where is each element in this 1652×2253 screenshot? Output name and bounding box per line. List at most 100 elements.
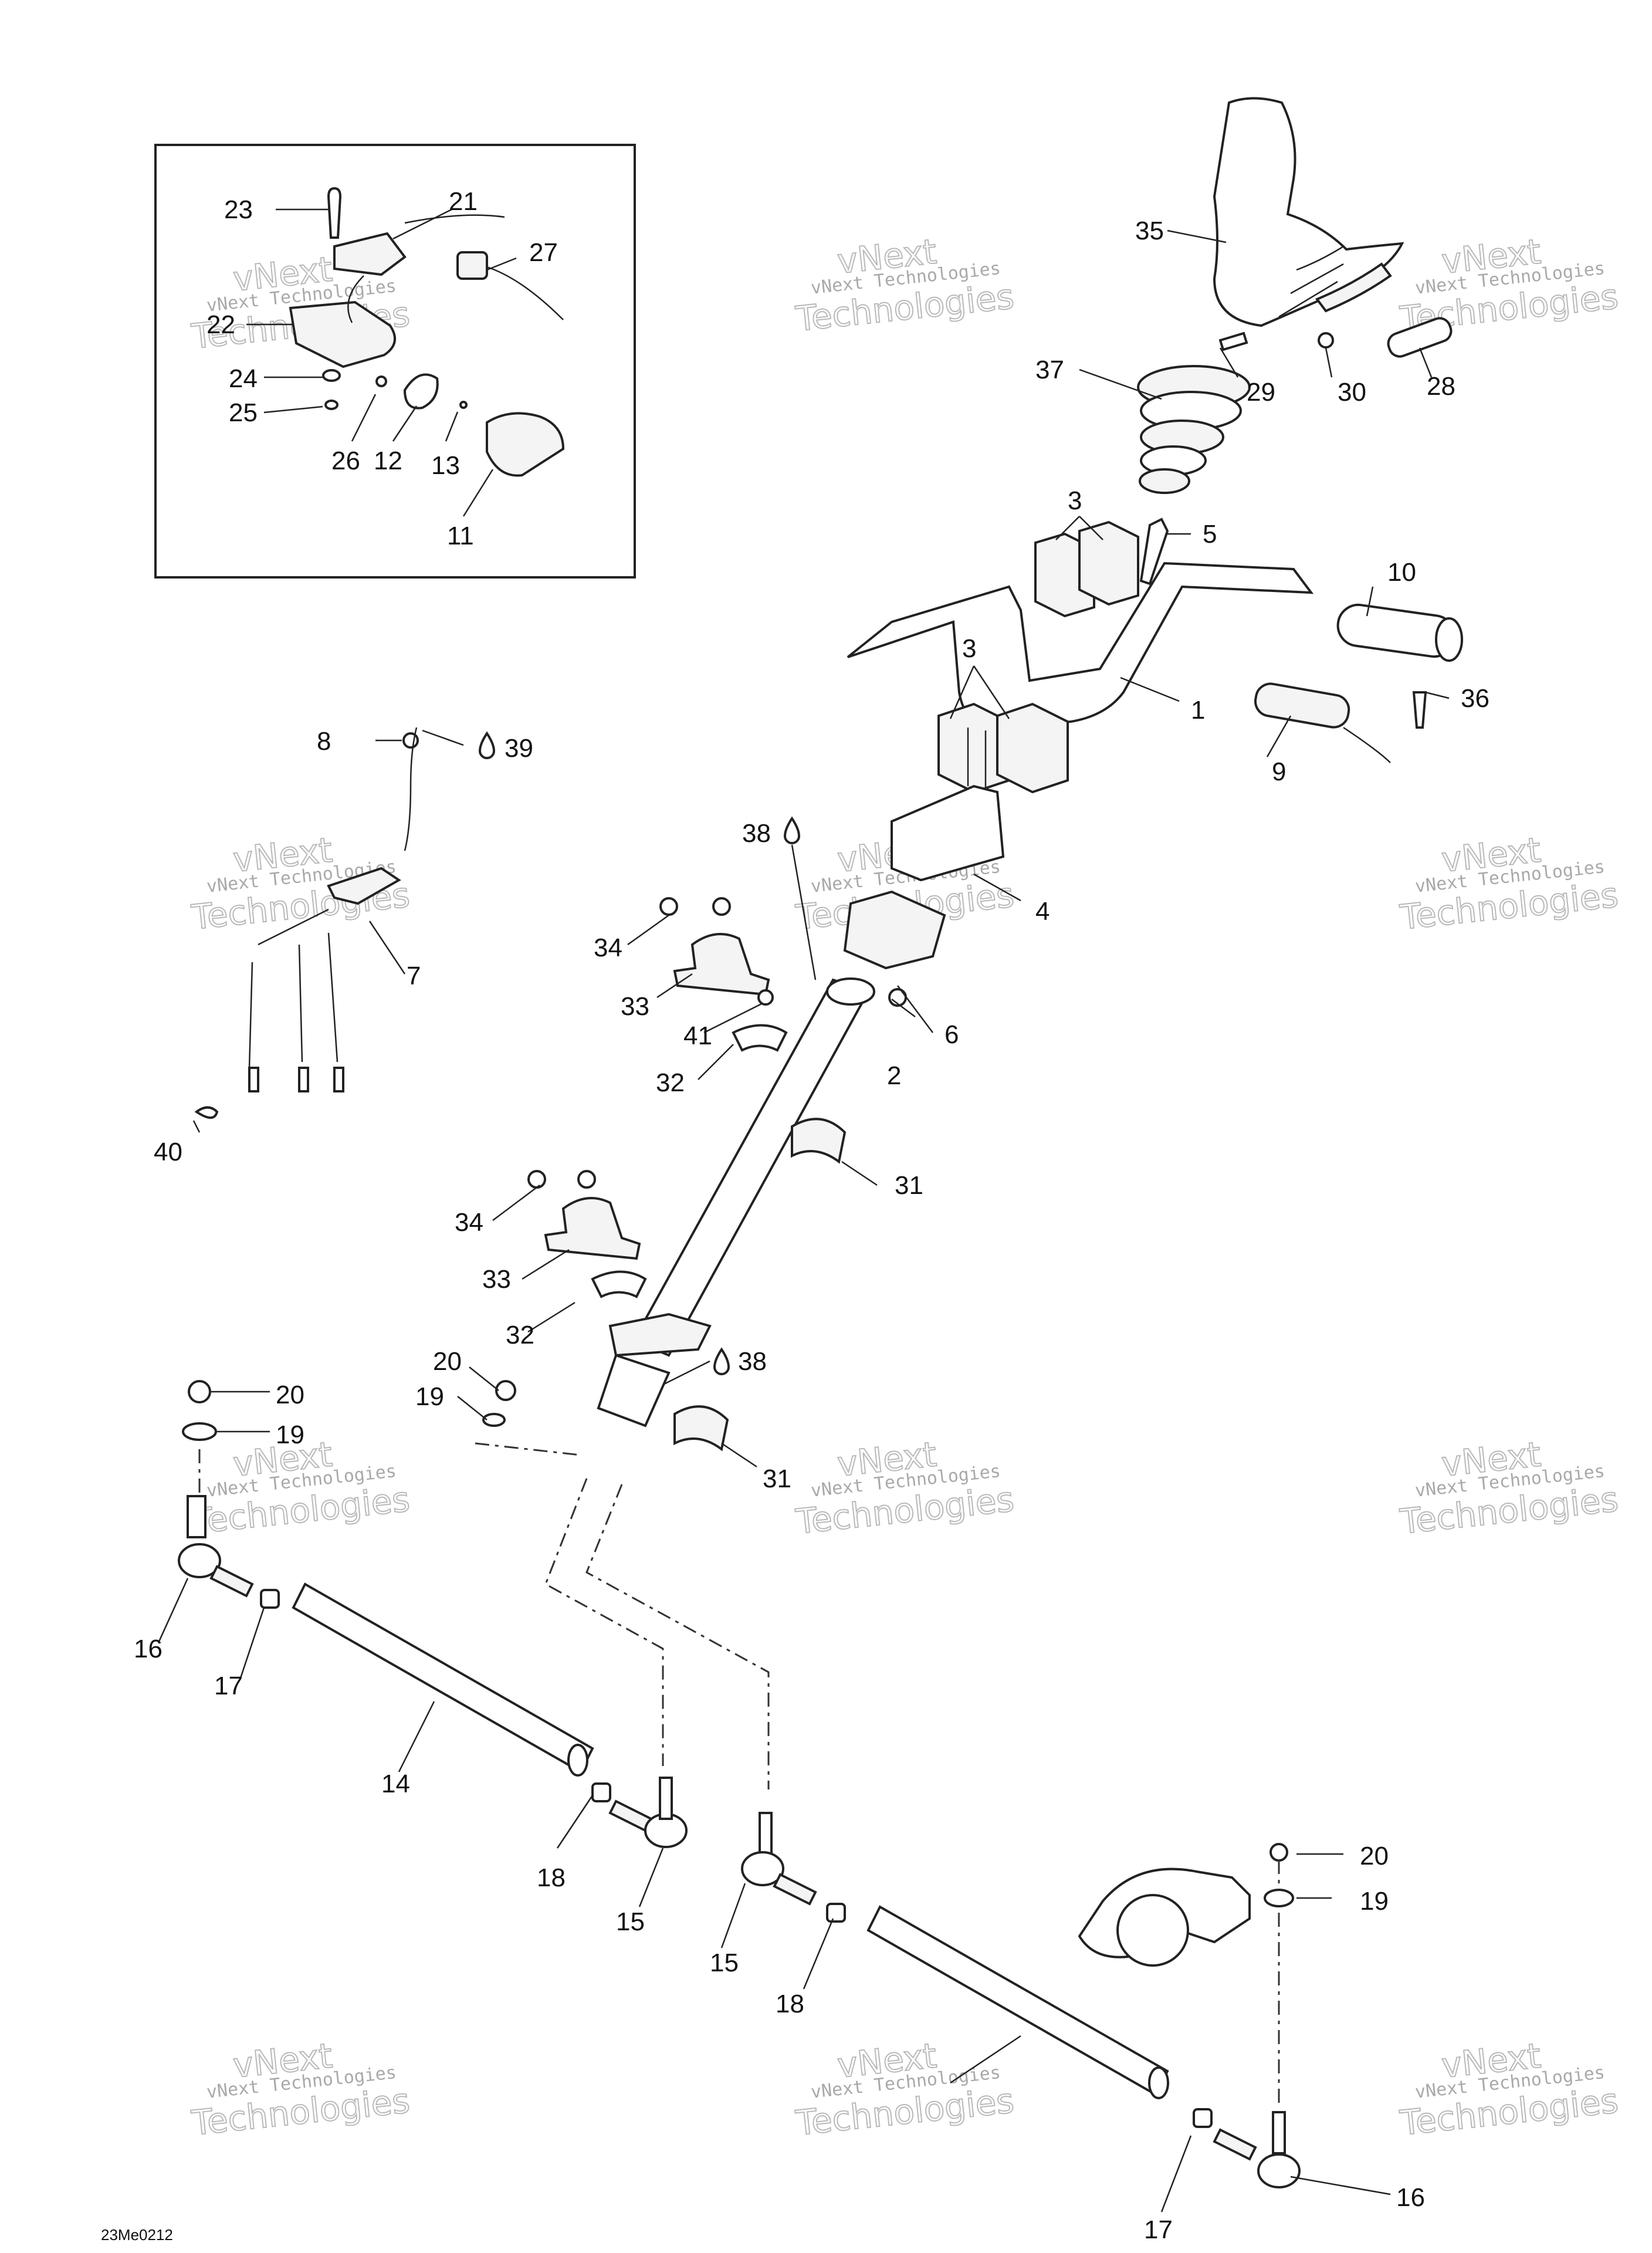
switch-housing-group <box>289 187 565 477</box>
callouts: 23 21 27 22 24 25 26 12 13 11 35 37 29 3… <box>134 187 1489 2244</box>
callout-22: 22 <box>206 310 235 339</box>
half-bushing <box>591 1270 647 1298</box>
callout-18: 18 <box>537 1863 566 1892</box>
callout-40: 40 <box>154 1138 182 1166</box>
u-clamp <box>544 1197 641 1260</box>
washer-19 <box>182 1422 217 1441</box>
callout-33: 33 <box>621 992 649 1021</box>
jam-nut-17 <box>260 1589 280 1609</box>
jam-nut-18 <box>591 1782 611 1802</box>
grip-9 <box>1254 682 1350 729</box>
callout-34: 34 <box>594 933 622 962</box>
callout-31: 31 <box>763 1464 791 1493</box>
half-bushing <box>732 1024 788 1052</box>
watermark: vNext vNext Technologies Technologies <box>1397 1433 1621 1542</box>
callout-20: 20 <box>276 1381 304 1409</box>
clamp-lower <box>996 702 1069 794</box>
threaded-shank <box>1213 2128 1257 2161</box>
callout-24: 24 <box>229 364 258 393</box>
tie-rod-14 <box>292 1582 594 1774</box>
rod-end-16 <box>187 1495 206 1538</box>
rubber-boot <box>1137 365 1251 494</box>
callout-3: 3 <box>1068 486 1082 515</box>
bushing-31 <box>791 1118 847 1164</box>
callout-11: 11 <box>447 522 474 550</box>
jam-nut-18 <box>826 1903 846 1923</box>
watermark: vNext vNext Technologies Technologies <box>1397 829 1621 938</box>
callout-21: 21 <box>449 187 478 216</box>
callout-16: 16 <box>1396 2183 1425 2212</box>
callout-8: 8 <box>317 727 331 756</box>
callout-16: 16 <box>134 1635 163 1663</box>
callout-23: 23 <box>224 195 253 224</box>
callout-30: 30 <box>1338 378 1366 407</box>
callout-17: 17 <box>1144 2215 1173 2244</box>
callout-36: 36 <box>1461 684 1489 713</box>
watermark: vNext vNext Technologies Technologies <box>1397 2035 1621 2143</box>
callout-18: 18 <box>776 1990 804 2018</box>
callout-35: 35 <box>1135 216 1164 245</box>
tie-rod-lower <box>866 1905 1169 2096</box>
callout-20: 20 <box>433 1347 462 1376</box>
callout-6: 6 <box>945 1020 959 1049</box>
callout-7: 7 <box>407 962 421 990</box>
bracket-4 <box>891 784 1005 882</box>
callout-5: 5 <box>1203 520 1217 549</box>
callout-38: 38 <box>742 819 771 848</box>
grip-28 <box>1387 317 1453 358</box>
handlebar <box>847 561 1314 729</box>
callout-4: 4 <box>1035 897 1050 926</box>
rivet-36 <box>1412 691 1427 729</box>
watermark: vNext vNext Technologies Technologies <box>793 2035 1017 2143</box>
callout-14: 14 <box>381 1770 410 1798</box>
dash-line <box>475 1442 581 1456</box>
bushing-31 <box>673 1405 729 1452</box>
clamp-upper <box>1078 520 1139 606</box>
callout-19: 19 <box>1360 1887 1389 1916</box>
callout-41: 41 <box>683 1021 712 1050</box>
callout-20: 20 <box>1360 1842 1389 1870</box>
callout-15: 15 <box>710 1948 739 1977</box>
seat-cover <box>1213 97 1404 327</box>
callout-27: 27 <box>529 238 558 267</box>
callout-28: 28 <box>1427 372 1455 401</box>
callout-26: 26 <box>331 446 360 475</box>
watermark: vNext vNext Technologies Technologies <box>793 231 1017 339</box>
drop-icon <box>478 731 496 759</box>
callout-13: 13 <box>431 451 460 480</box>
callout-29: 29 <box>1247 378 1275 407</box>
callout-2: 2 <box>887 1061 901 1090</box>
column-top-plate <box>843 890 946 970</box>
callout-9: 9 <box>1272 757 1286 786</box>
nut-20 <box>188 1380 211 1403</box>
u-clamp <box>673 933 770 996</box>
dash-line <box>544 1478 664 1766</box>
nut-30 <box>1318 332 1334 349</box>
callout-17: 17 <box>214 1672 243 1700</box>
callout-32: 32 <box>656 1068 685 1097</box>
jam-nut-17 <box>1193 2108 1213 2128</box>
callout-34: 34 <box>455 1208 483 1237</box>
callout-15: 15 <box>616 1907 645 1936</box>
watermark: vNext vNext Technologies Technologies <box>793 1433 1017 1542</box>
callout-37: 37 <box>1035 356 1064 384</box>
callout-33: 33 <box>482 1265 511 1294</box>
cable-assembly <box>194 727 419 1119</box>
callout-31: 31 <box>895 1171 923 1200</box>
callout-3: 3 <box>962 634 976 663</box>
inset-frame <box>154 144 636 579</box>
callout-38: 38 <box>738 1347 767 1376</box>
drawing-code: 23Me0212 <box>101 2226 173 2244</box>
callout-10: 10 <box>1387 558 1416 587</box>
callout-12: 12 <box>374 446 402 475</box>
callout-39: 39 <box>505 734 533 763</box>
screw-29 <box>1218 331 1248 351</box>
threaded-shank <box>773 1873 817 1906</box>
watermark: vNext vNext Technologies Technologies <box>189 2035 412 2143</box>
drop-icon <box>713 1347 730 1375</box>
column-lower-cup <box>608 1312 712 1357</box>
callout-1: 1 <box>1191 696 1205 725</box>
callout-19: 19 <box>276 1420 304 1449</box>
leader-lines <box>157 208 1450 2213</box>
